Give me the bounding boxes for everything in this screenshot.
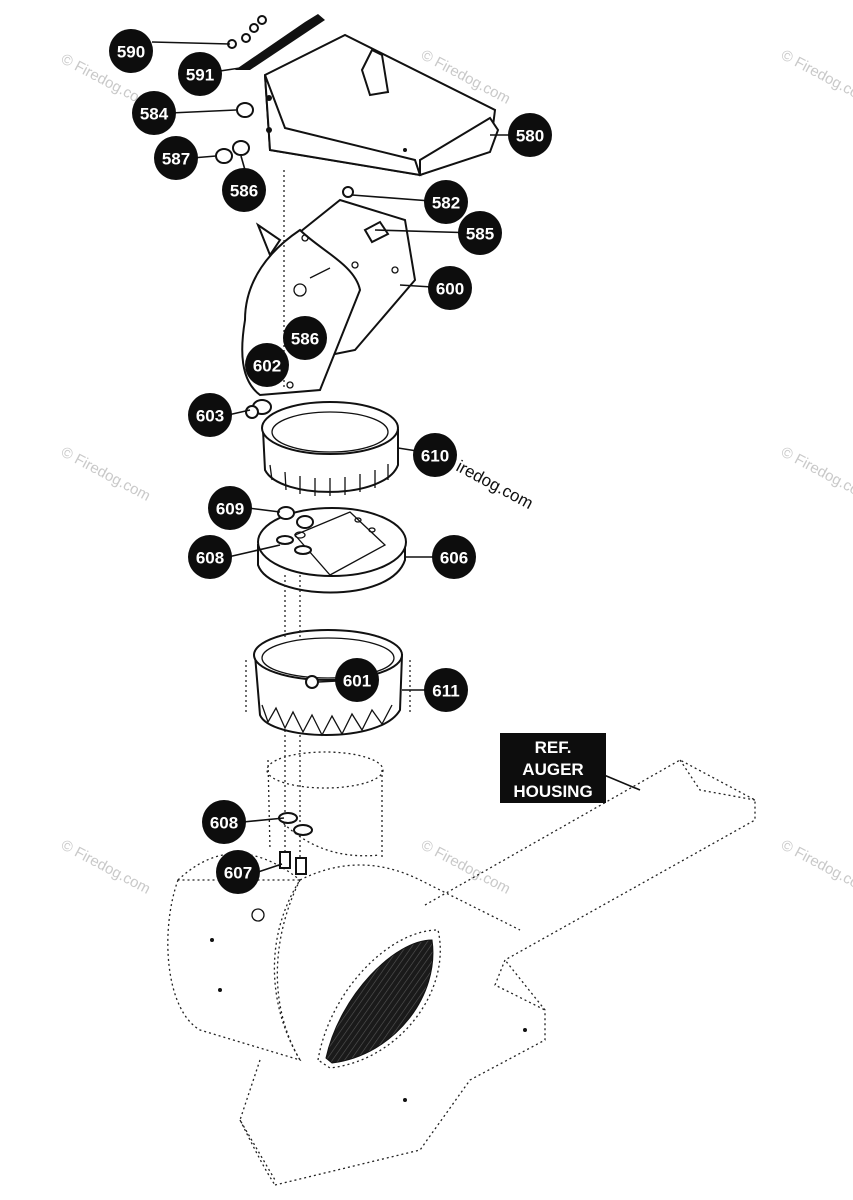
- upper-gear-ring: [261, 401, 399, 496]
- callout-584: 584: [132, 91, 176, 135]
- callout-label: 610: [421, 447, 449, 466]
- ref-line-3: HOUSING: [513, 782, 592, 801]
- callout-602: 602: [245, 343, 289, 387]
- watermark-text: © Firedog.com: [778, 444, 853, 505]
- callout-circle: [222, 168, 266, 212]
- callout-circle: [432, 535, 476, 579]
- callout-label: 601: [343, 672, 371, 691]
- callout-circle: [216, 850, 260, 894]
- callout-587: 587: [154, 136, 198, 180]
- watermark-text: © Firedog.com: [58, 837, 153, 898]
- callout-610: 610: [413, 433, 457, 477]
- callout-label: 582: [432, 194, 460, 213]
- callout-582: 582: [424, 180, 468, 224]
- callouts: 590 591 584 580 587 586 582 585 600 586 602 603 610 6…: [109, 29, 552, 894]
- upper-nuts-washers: [276, 506, 314, 555]
- callout-circle: [508, 113, 552, 157]
- callout-608b: 608: [202, 800, 246, 844]
- callout-label: 590: [117, 43, 145, 62]
- callout-591: 591: [178, 52, 222, 96]
- callout-label: 600: [436, 280, 464, 299]
- reference-box: REF. AUGER HOUSING: [500, 733, 606, 803]
- callout-circle: [208, 486, 252, 530]
- watermark-text: © Firedog.com: [778, 837, 853, 898]
- callout-circle: [413, 433, 457, 477]
- callout-circle: [154, 136, 198, 180]
- callout-580: 580: [508, 113, 552, 157]
- callout-circle: [188, 393, 232, 437]
- callout-label: 602: [253, 357, 281, 376]
- callout-label: 608: [196, 549, 224, 568]
- callout-circle: [188, 535, 232, 579]
- callout-circle: [335, 658, 379, 702]
- watermark-text: © Firedog.com: [58, 444, 153, 505]
- callout-circle: [283, 316, 327, 360]
- callout-585: 585: [458, 211, 502, 255]
- watermark-text: © Firedog.com: [418, 837, 513, 898]
- callout-label: 585: [466, 225, 494, 244]
- callout-607: 607: [216, 850, 260, 894]
- callout-586a: 586: [222, 168, 266, 212]
- callout-label: 611: [432, 682, 459, 701]
- callout-586b: 586: [283, 316, 327, 360]
- callout-label: 606: [440, 549, 468, 568]
- callout-609: 609: [208, 486, 252, 530]
- lower-collar-ring: [245, 629, 411, 737]
- ref-line-1: REF.: [535, 738, 572, 757]
- callout-label: 603: [196, 407, 224, 426]
- top-hardware: [215, 14, 325, 164]
- callout-circle: [109, 29, 153, 73]
- callout-label: 607: [224, 864, 252, 883]
- callout-circle: [245, 343, 289, 387]
- watermark-text: © Firedog.com: [778, 47, 853, 108]
- callout-circle: [132, 91, 176, 135]
- callout-600: 600: [428, 266, 472, 310]
- callout-circle: [458, 211, 502, 255]
- callout-label: 591: [186, 66, 214, 85]
- callout-circle: [202, 800, 246, 844]
- deflector-hood: [263, 33, 500, 177]
- callout-label: 584: [140, 105, 169, 124]
- callout-circle: [424, 180, 468, 224]
- callout-611: 611: [424, 668, 468, 712]
- ref-line-2: AUGER: [522, 760, 583, 779]
- callout-label: 609: [216, 500, 244, 519]
- callout-590: 590: [109, 29, 153, 73]
- callout-601: 601: [335, 658, 379, 702]
- callout-label: 608: [210, 814, 238, 833]
- callout-608a: 608: [188, 535, 232, 579]
- callout-circle: [428, 266, 472, 310]
- callout-606: 606: [432, 535, 476, 579]
- nut-washer-602-603: [245, 399, 272, 419]
- callout-label: 580: [516, 127, 544, 146]
- callout-label: 586: [291, 330, 319, 349]
- callout-circle: [424, 668, 468, 712]
- flange-plate: [257, 507, 407, 640]
- callout-circle: [178, 52, 222, 96]
- callout-603: 603: [188, 393, 232, 437]
- lower-bolts: [278, 690, 313, 875]
- watermark-inline-text: iredog.com: [453, 457, 536, 513]
- callout-label: 587: [162, 150, 190, 169]
- callout-label: 586: [230, 182, 258, 201]
- auger-housing-reference: [167, 751, 756, 1186]
